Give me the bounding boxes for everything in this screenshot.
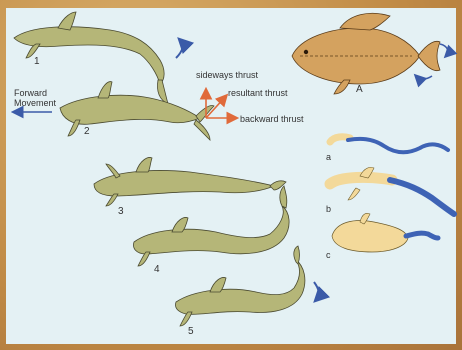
label-resultant-thrust: resultant thrust: [228, 88, 288, 98]
curved-arrow-icon: [176, 40, 183, 58]
shark-stage-5: [175, 246, 318, 326]
label-movement: Movement: [14, 98, 57, 108]
label-sideways-thrust: sideways thrust: [196, 70, 259, 80]
label-mode-a: a: [326, 152, 331, 162]
curved-arrow-icon: [416, 76, 432, 79]
label-stage-4: 4: [154, 264, 160, 275]
label-forward: Forward: [14, 88, 47, 98]
label-stage-3: 3: [118, 206, 124, 217]
curved-arrow-icon: [440, 44, 448, 56]
label-stage-5: 5: [188, 326, 194, 337]
shark-stage-3: [94, 158, 286, 206]
label-backward-thrust: backward thrust: [240, 114, 304, 124]
shark-stage-4: [134, 186, 290, 266]
label-mode-b: b: [326, 204, 331, 214]
swim-mode-b: [330, 167, 454, 214]
label-fish-A: A: [356, 84, 363, 95]
label-stage-1: 1: [34, 56, 40, 67]
curved-arrow-icon: [314, 282, 319, 300]
label-stage-2: 2: [84, 126, 90, 137]
carp-fish-A: [292, 13, 448, 94]
swim-mode-c: [332, 213, 438, 252]
swim-mode-a: [330, 137, 448, 152]
label-mode-c: c: [326, 250, 331, 260]
